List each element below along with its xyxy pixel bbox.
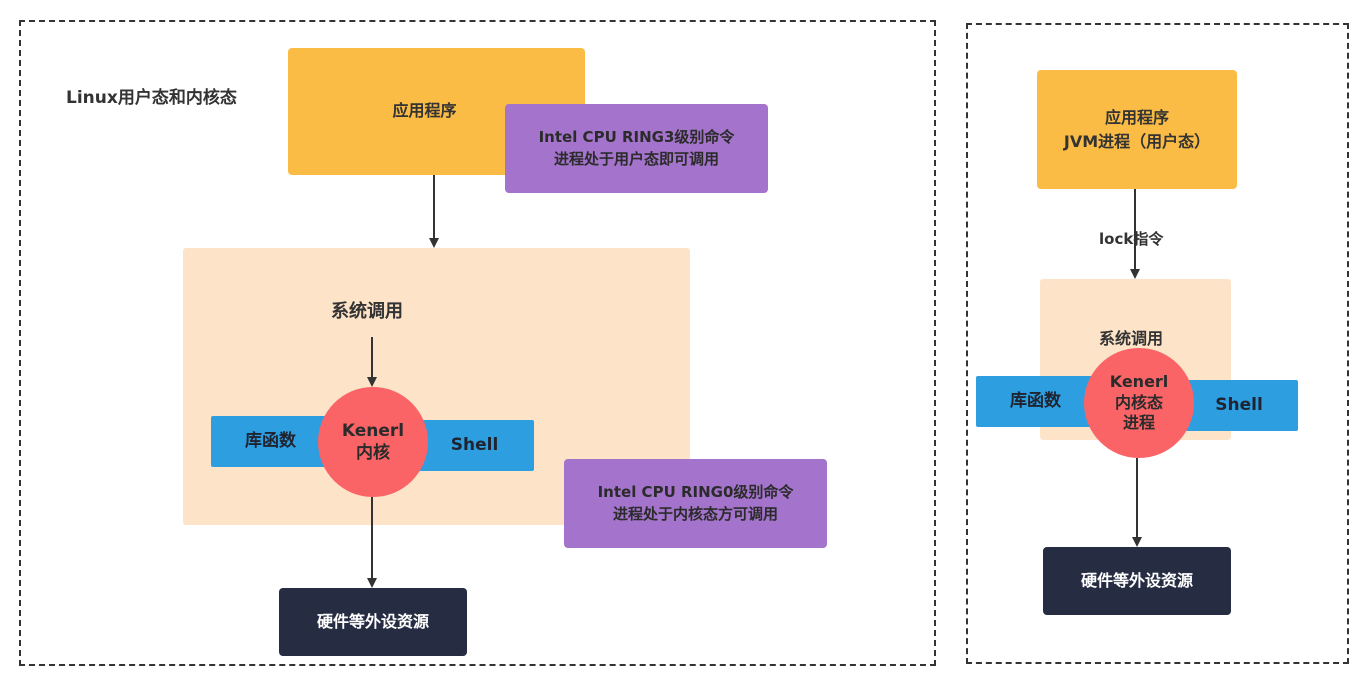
left-panel-title: Linux用户态和内核态	[66, 88, 237, 108]
left-kernel-line1: Kenerl	[341, 420, 405, 441]
right-panel	[966, 23, 1349, 664]
left-ring0-line1: Intel CPU RING0级别命令	[597, 482, 794, 501]
left-hardware-label: 硬件等外设资源	[316, 612, 429, 632]
left-kernel-line2: 内核	[356, 443, 390, 463]
left-syscall-label: 系统调用	[331, 301, 403, 322]
left-app-label: 应用程序	[392, 100, 457, 120]
right-kernel-line2: 内核态	[1114, 392, 1163, 412]
right-lock-label: lock指令	[1097, 228, 1166, 249]
right-app-line2: JVM进程（用户态）	[1063, 131, 1211, 151]
right-shell-label: Shell	[1215, 395, 1263, 416]
right-lib-label: 库函数	[1010, 391, 1061, 412]
left-lib-box: 库函数	[211, 416, 330, 467]
left-ring3-line2: 进程处于用户态即可调用	[553, 149, 719, 168]
left-shell-box: Shell	[415, 420, 534, 471]
left-kernel-circle: Kenerl 内核	[318, 387, 428, 497]
right-app-box: 应用程序 JVM进程（用户态）	[1037, 70, 1237, 189]
right-kernel-line1: Kenerl	[1109, 371, 1169, 391]
right-hardware-label: 硬件等外设资源	[1080, 571, 1193, 591]
left-ring0-box: Intel CPU RING0级别命令 进程处于内核态方可调用	[564, 459, 827, 548]
right-kernel-line3: 进程	[1122, 413, 1155, 433]
right-kernel-circle: Kenerl 内核态 进程	[1084, 348, 1194, 458]
right-hardware-box: 硬件等外设资源	[1043, 547, 1231, 615]
left-ring0-line2: 进程处于内核态方可调用	[612, 504, 778, 523]
left-hardware-box: 硬件等外设资源	[279, 588, 467, 656]
right-app-line1: 应用程序	[1104, 108, 1169, 128]
left-ring3-line1: Intel CPU RING3级别命令	[538, 127, 735, 146]
right-lib-box: 库函数	[976, 376, 1095, 427]
left-panel	[19, 20, 936, 666]
left-ring3-box: Intel CPU RING3级别命令 进程处于用户态即可调用	[505, 104, 768, 193]
left-shell-label: Shell	[450, 435, 499, 456]
left-lib-label: 库函数	[245, 431, 296, 452]
right-shell-box: Shell	[1180, 380, 1298, 431]
right-syscall-label: 系统调用	[1099, 329, 1164, 348]
